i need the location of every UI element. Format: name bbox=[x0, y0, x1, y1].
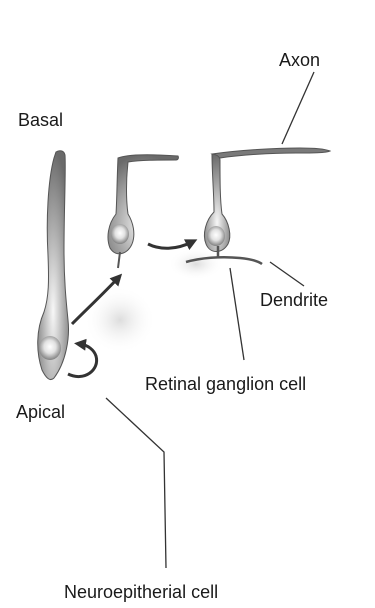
retinal-ganglion-cell bbox=[186, 148, 330, 264]
intermediate-cell bbox=[108, 155, 178, 268]
retinal-ganglion-cell-leader-line bbox=[230, 268, 244, 360]
nucleus bbox=[111, 224, 129, 244]
self-renewal-arrow bbox=[68, 344, 97, 377]
differentiation-arrow bbox=[148, 242, 192, 248]
nucleus bbox=[207, 226, 225, 246]
axon-process bbox=[212, 148, 330, 158]
background-shadow bbox=[168, 248, 224, 280]
nucleus bbox=[39, 336, 61, 360]
dendrite-label: Dendrite bbox=[260, 290, 328, 310]
apical-label: Apical bbox=[16, 402, 65, 422]
cell-process bbox=[118, 252, 120, 268]
neuroepithelial-cell-leader-line bbox=[106, 398, 166, 568]
basal-label: Basal bbox=[18, 110, 63, 130]
neuroepithelial-cell bbox=[38, 151, 69, 380]
retinal-ganglion-cell-label: Retinal ganglion cell bbox=[145, 374, 306, 394]
dendrite-leader-line bbox=[270, 262, 304, 286]
background-shadow bbox=[84, 286, 156, 354]
axon-label: Axon bbox=[279, 50, 320, 70]
neuroepithelial-cell-label: Neuroepitherial cell bbox=[64, 582, 218, 602]
axon-leader-line bbox=[282, 72, 314, 144]
